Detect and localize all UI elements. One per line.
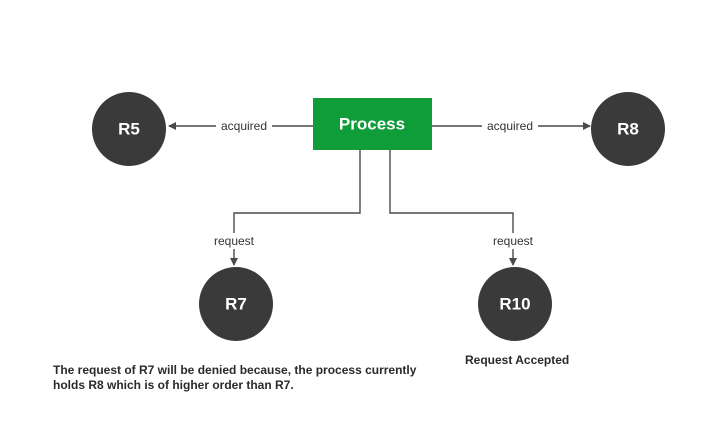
node-r5 bbox=[92, 92, 166, 166]
node-r5-label: R5 bbox=[118, 120, 140, 139]
denied-note: The request of R7 will be denied because… bbox=[53, 363, 417, 392]
node-r8-label: R8 bbox=[617, 120, 639, 139]
node-r8 bbox=[591, 92, 665, 166]
edge-label-r8: acquired bbox=[487, 119, 533, 133]
node-r7-label: R7 bbox=[225, 295, 247, 314]
edge-label-r5: acquired bbox=[221, 119, 267, 133]
edge-label-r7: request bbox=[214, 234, 255, 248]
process-label: Process bbox=[339, 115, 405, 134]
process-box bbox=[313, 98, 432, 150]
node-r10 bbox=[478, 267, 552, 341]
edge-label-r10: request bbox=[493, 234, 534, 248]
node-r7 bbox=[199, 267, 273, 341]
accepted-note: Request Accepted bbox=[465, 353, 570, 367]
node-r10-label: R10 bbox=[499, 295, 530, 314]
